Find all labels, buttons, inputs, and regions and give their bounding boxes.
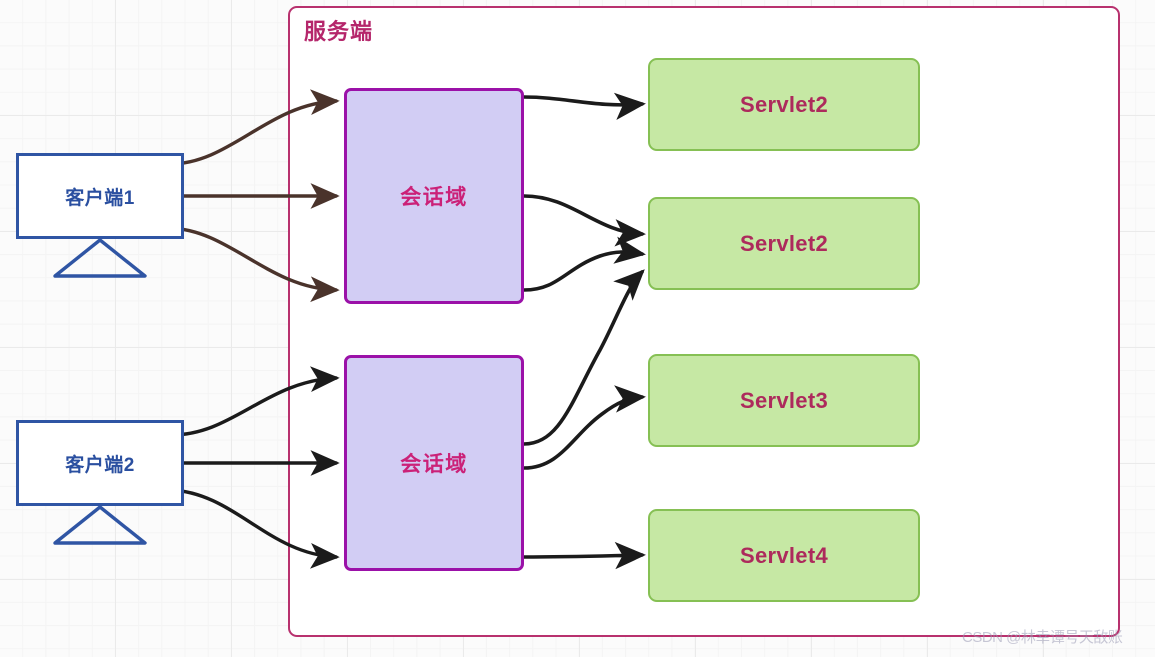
servlet-label-3: Servlet3 (739, 387, 828, 413)
servlet-box-1[interactable]: Servlet2 (648, 58, 920, 151)
server-container-title: 服务端 (304, 19, 374, 44)
servlet-box-4[interactable]: Servlet4 (648, 509, 920, 602)
csdn-watermark: CSDN @林幸谭号天敌账 (962, 629, 1123, 646)
servlet-box-2[interactable]: Servlet2 (648, 197, 920, 290)
servlet-box-3[interactable]: Servlet3 (648, 354, 920, 447)
client-screen-1[interactable]: 客户端1 (16, 153, 184, 239)
session-scope-label-2: 会话域 (400, 453, 468, 476)
client-label-2: 客户端2 (65, 454, 135, 476)
monitor-stand-icon-2 (53, 505, 147, 545)
servlet-label-2: Servlet2 (739, 230, 828, 256)
session-scope-label-1: 会话域 (400, 186, 468, 209)
servlet-label-1: Servlet2 (739, 91, 828, 117)
session-scope-box-1[interactable]: 会话域 (344, 88, 524, 304)
session-scope-box-2[interactable]: 会话域 (344, 355, 524, 571)
client-screen-2[interactable]: 客户端2 (16, 420, 184, 506)
monitor-stand-icon-1 (53, 238, 147, 278)
client-label-1: 客户端1 (65, 187, 135, 209)
servlet-label-4: Servlet4 (739, 542, 828, 568)
